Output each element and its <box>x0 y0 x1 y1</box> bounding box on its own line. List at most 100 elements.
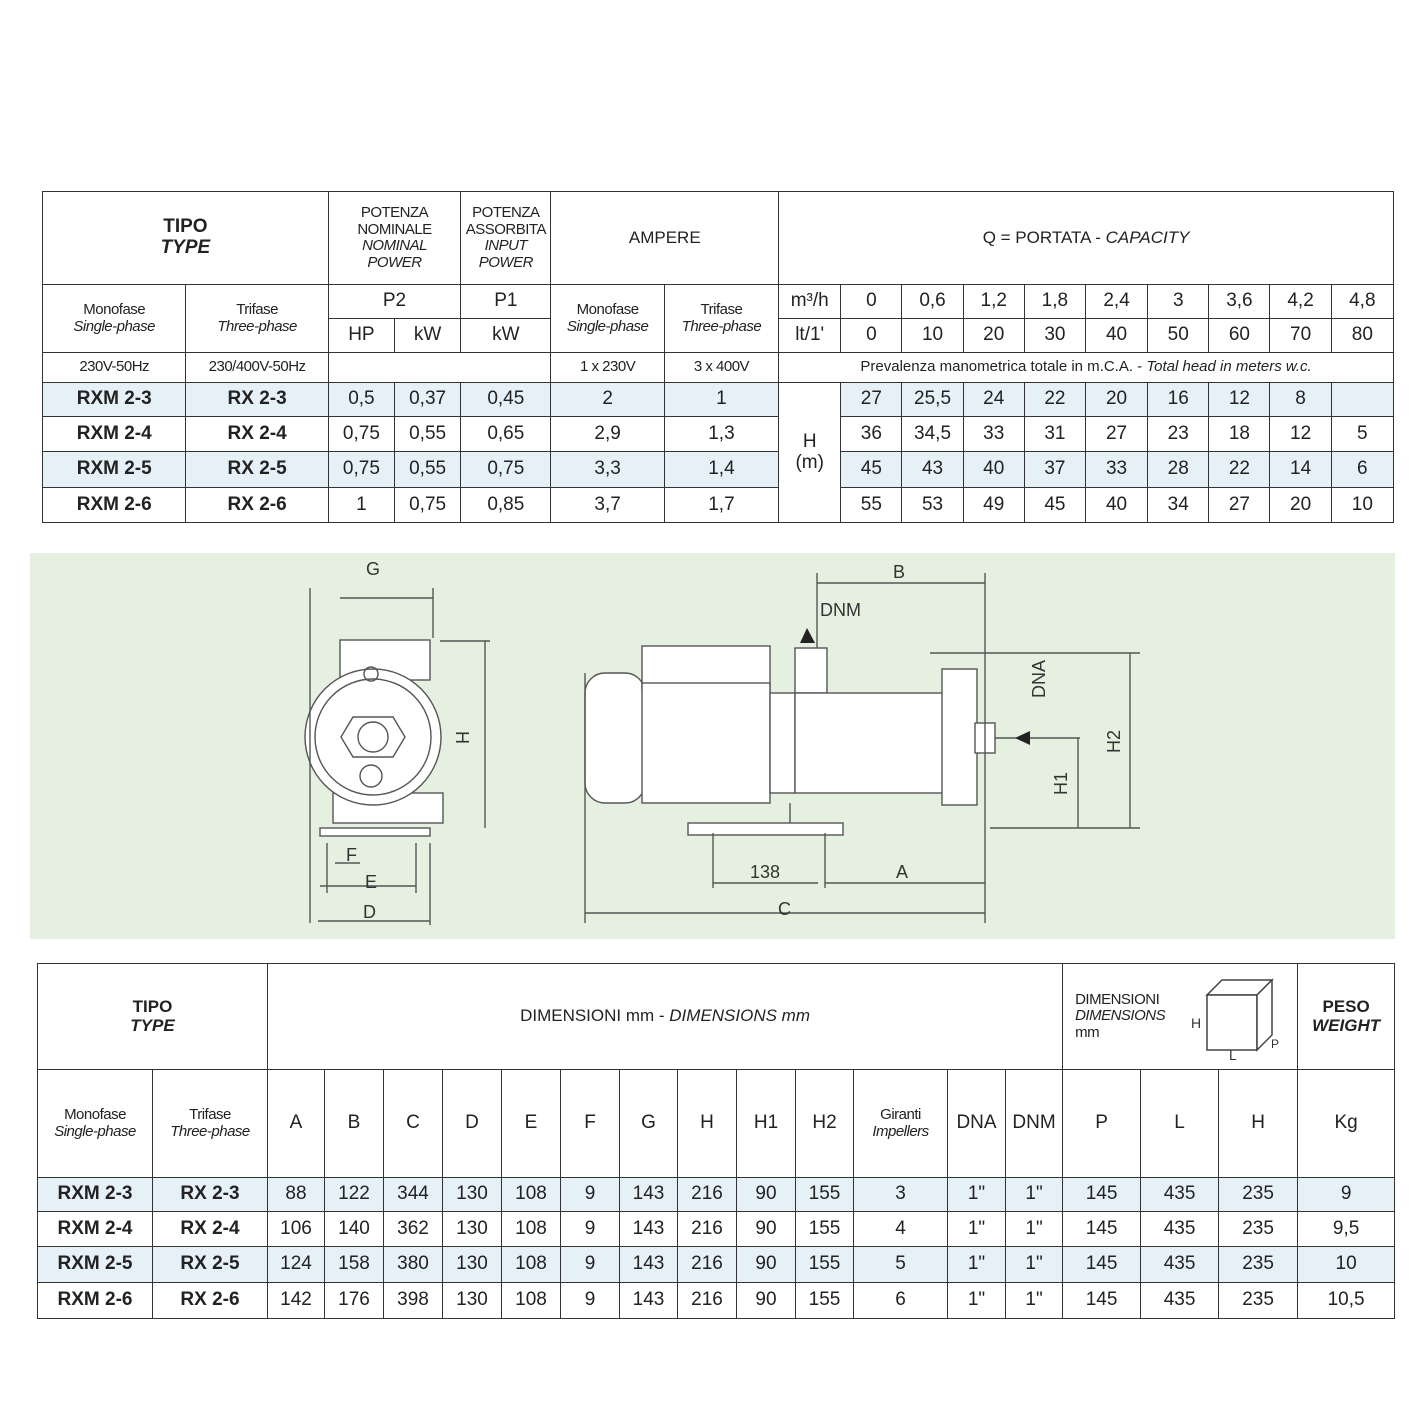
table-cell: RX 2-4 <box>185 416 329 452</box>
cell-text: DIMENSIONI mm - <box>520 1006 670 1026</box>
col-L: L <box>1140 1069 1220 1178</box>
cell-text: H <box>802 430 817 452</box>
table-cell: RX 2-6 <box>185 487 329 523</box>
table-cell: 1" <box>947 1177 1006 1212</box>
table-cell: 27 <box>1084 416 1149 452</box>
label-H2: H2 <box>1104 730 1124 753</box>
table-cell: 216 <box>677 1211 737 1247</box>
table-cell: 158 <box>324 1246 384 1283</box>
cell-text: Impellers <box>872 1122 929 1140</box>
cell-text: PESO <box>1322 996 1370 1016</box>
cell-text: Three-phase <box>170 1122 250 1140</box>
table-cell: 0,55 <box>393 416 462 452</box>
label-E: E <box>365 872 377 892</box>
voltage-single: 230V-50Hz <box>41 352 187 383</box>
cell-text: Three-phase <box>217 317 297 335</box>
label-G: G <box>366 559 380 579</box>
table-cell: 1,7 <box>663 487 780 523</box>
table-cell: 1,4 <box>663 451 780 488</box>
table-cell: RXM 2-6 <box>41 487 187 523</box>
table-cell: 9 <box>1297 1177 1396 1212</box>
table-cell: 344 <box>383 1177 443 1212</box>
table-cell: 108 <box>501 1211 561 1247</box>
col-F: F <box>560 1069 620 1178</box>
table-cell: 142 <box>267 1282 325 1319</box>
table-cell: 12 <box>1269 416 1332 452</box>
table-cell: 8 <box>1269 382 1332 417</box>
table-cell <box>327 352 552 383</box>
table-cell: 145 <box>1062 1211 1142 1247</box>
flow-m3h: 2,4 <box>1084 284 1149 319</box>
cell-text: TYPE <box>130 1015 175 1035</box>
table-cell: 124 <box>267 1246 325 1283</box>
cell-text: Trifase <box>236 301 278 318</box>
table-cell: 45 <box>840 451 903 488</box>
flow-m3h: 4,8 <box>1330 284 1395 319</box>
table-cell: 3 <box>853 1177 948 1212</box>
flow-m3h: 3 <box>1147 284 1210 319</box>
table-cell: 1" <box>1004 1211 1064 1247</box>
table-cell: RXM 2-5 <box>41 451 187 488</box>
cell-text: Trifase <box>700 301 743 318</box>
col-C: C <box>383 1069 443 1178</box>
svg-text:L: L <box>1229 1047 1237 1060</box>
table-cell: 398 <box>383 1282 443 1319</box>
table-cell: 24 <box>962 382 1025 417</box>
table-cell: RX 2-5 <box>185 451 329 488</box>
table-cell: RX 2-4 <box>152 1211 268 1247</box>
cell-text: DIMENSIONS mm <box>669 1006 811 1026</box>
table-cell: RXM 2-3 <box>37 1177 153 1212</box>
cell-text: POTENZA <box>360 204 429 221</box>
label-138: 138 <box>750 862 780 882</box>
col-A: A <box>267 1069 325 1178</box>
table-cell: 0,85 <box>460 487 552 523</box>
table-cell: 1" <box>1004 1282 1064 1319</box>
p2-header: P2 <box>327 284 462 319</box>
table-cell: 31 <box>1023 416 1086 452</box>
flow-lt: 80 <box>1330 318 1395 353</box>
table-cell: 1,3 <box>663 416 780 452</box>
flow-m3h: 0 <box>840 284 903 319</box>
cell-text: Monofase <box>576 301 639 318</box>
voltage-three: 230/400V-50Hz <box>185 352 329 383</box>
table-cell: 27 <box>1208 487 1271 523</box>
table-cell: 40 <box>962 451 1025 488</box>
cell-text: mm <box>1075 1023 1100 1041</box>
side-view: B DNM DNA H2 H1 138 A C <box>584 562 1140 923</box>
flow-lt: 40 <box>1084 318 1149 353</box>
table-cell: 3,7 <box>550 487 665 523</box>
total-head-note: Prevalenza manometrica totale in m.C.A. … <box>778 352 1394 383</box>
table-cell: 1" <box>1004 1246 1064 1283</box>
p1-header: P1 <box>460 284 552 319</box>
table-cell: 145 <box>1062 1282 1142 1319</box>
amp-single-voltage: 1 x 230V <box>550 352 665 383</box>
table-cell: 143 <box>619 1177 678 1212</box>
table-cell: RX 2-3 <box>185 382 329 417</box>
table-cell: 1 <box>327 487 396 523</box>
table-cell: 435 <box>1140 1246 1220 1283</box>
cell-text: Giranti <box>880 1106 921 1123</box>
col-P: P <box>1062 1069 1142 1178</box>
table-cell: 155 <box>795 1282 854 1319</box>
table-cell: 23 <box>1147 416 1210 452</box>
cell-text: CAPACITY <box>1105 227 1190 247</box>
cell-text: Prevalenza manometrica totale in m.C.A. … <box>860 358 1147 376</box>
table-cell: RXM 2-4 <box>41 416 187 452</box>
flow-m3h: 4,2 <box>1269 284 1332 319</box>
table-cell: 9 <box>560 1211 620 1247</box>
table-cell: 6 <box>1330 451 1395 488</box>
table-cell: 130 <box>442 1282 502 1319</box>
table-cell: 108 <box>501 1282 561 1319</box>
table-cell: 16 <box>1147 382 1210 417</box>
table-cell: 5 <box>853 1246 948 1283</box>
table-cell: 36 <box>840 416 903 452</box>
table-cell: 0,75 <box>327 416 396 452</box>
cell-text: Q = PORTATA - <box>982 227 1106 247</box>
col-B: B <box>324 1069 384 1178</box>
